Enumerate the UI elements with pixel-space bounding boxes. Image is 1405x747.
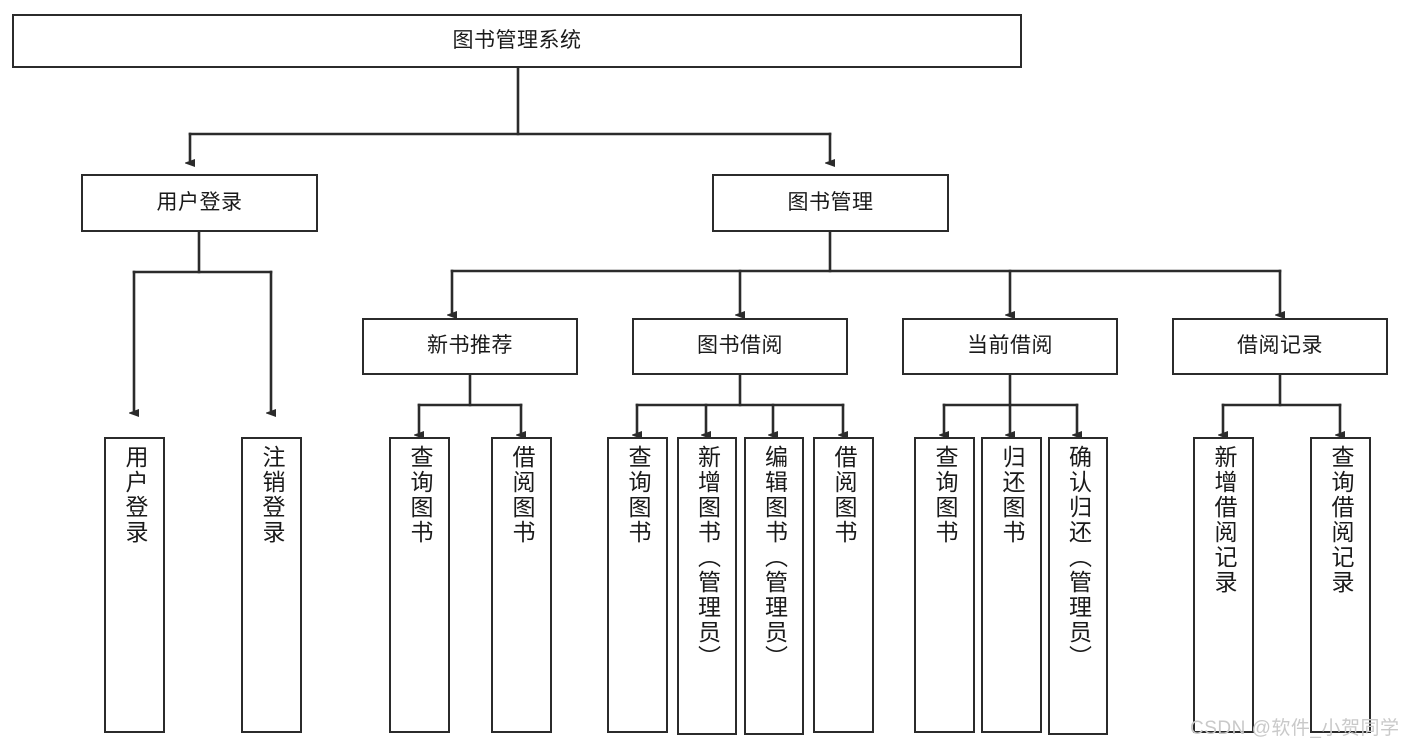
leaf-return-book[interactable]: 归还图书 bbox=[981, 437, 1042, 733]
leaf-user-login[interactable]: 用户登录 bbox=[104, 437, 165, 733]
node-label: 编辑图书（管理员） bbox=[761, 445, 788, 670]
node-label: 确认归还（管理员） bbox=[1065, 445, 1092, 670]
leaf-borrow-book-recommend[interactable]: 借阅图书 bbox=[491, 437, 552, 733]
node-label: 新增借阅记录 bbox=[1211, 445, 1237, 595]
leaf-query-borrow-record[interactable]: 查询借阅记录 bbox=[1310, 437, 1371, 733]
node-label: 借阅图书 bbox=[831, 445, 857, 545]
leaf-edit-book-admin[interactable]: 编辑图书（管理员） bbox=[744, 437, 804, 735]
node-label: 查询图书 bbox=[625, 445, 651, 545]
node-label: 查询图书 bbox=[407, 445, 433, 545]
leaf-add-borrow-record[interactable]: 新增借阅记录 bbox=[1193, 437, 1254, 733]
leaf-add-book-admin[interactable]: 新增图书（管理员） bbox=[677, 437, 737, 735]
leaf-query-book-current[interactable]: 查询图书 bbox=[914, 437, 975, 733]
node-label: 图书借阅 bbox=[697, 334, 783, 358]
node-label: 查询借阅记录 bbox=[1328, 445, 1354, 595]
leaf-query-book-recommend[interactable]: 查询图书 bbox=[389, 437, 450, 733]
leaf-borrow-book-borrow[interactable]: 借阅图书 bbox=[813, 437, 874, 733]
node-label: 归还图书 bbox=[999, 445, 1025, 545]
node-label: 图书管理 bbox=[787, 190, 874, 214]
watermark-text: CSDN @软件_小贺同学 bbox=[1190, 718, 1400, 739]
node-label: 图书管理系统 bbox=[452, 28, 582, 52]
node-label: 借阅图书 bbox=[509, 445, 535, 545]
node-user-login[interactable]: 用户登录 bbox=[81, 174, 318, 232]
node-book-management[interactable]: 图书管理 bbox=[712, 174, 949, 232]
node-current-borrow[interactable]: 当前借阅 bbox=[902, 318, 1118, 375]
node-label: 用户登录 bbox=[156, 190, 243, 214]
node-new-book-recommend[interactable]: 新书推荐 bbox=[362, 318, 578, 375]
leaf-confirm-return-admin[interactable]: 确认归还（管理员） bbox=[1048, 437, 1108, 735]
node-label: 新增图书（管理员） bbox=[694, 445, 721, 670]
leaf-query-book-borrow[interactable]: 查询图书 bbox=[607, 437, 668, 733]
node-label: 新书推荐 bbox=[427, 334, 513, 358]
node-label: 注销登录 bbox=[259, 445, 285, 545]
node-borrow-record[interactable]: 借阅记录 bbox=[1172, 318, 1388, 375]
node-label: 查询图书 bbox=[932, 445, 958, 545]
node-root-book-management-system[interactable]: 图书管理系统 bbox=[12, 14, 1022, 68]
node-book-borrow[interactable]: 图书借阅 bbox=[632, 318, 848, 375]
node-label: 借阅记录 bbox=[1237, 334, 1323, 358]
node-label: 用户登录 bbox=[122, 445, 148, 545]
leaf-logout[interactable]: 注销登录 bbox=[241, 437, 302, 733]
node-label: 当前借阅 bbox=[967, 334, 1053, 358]
